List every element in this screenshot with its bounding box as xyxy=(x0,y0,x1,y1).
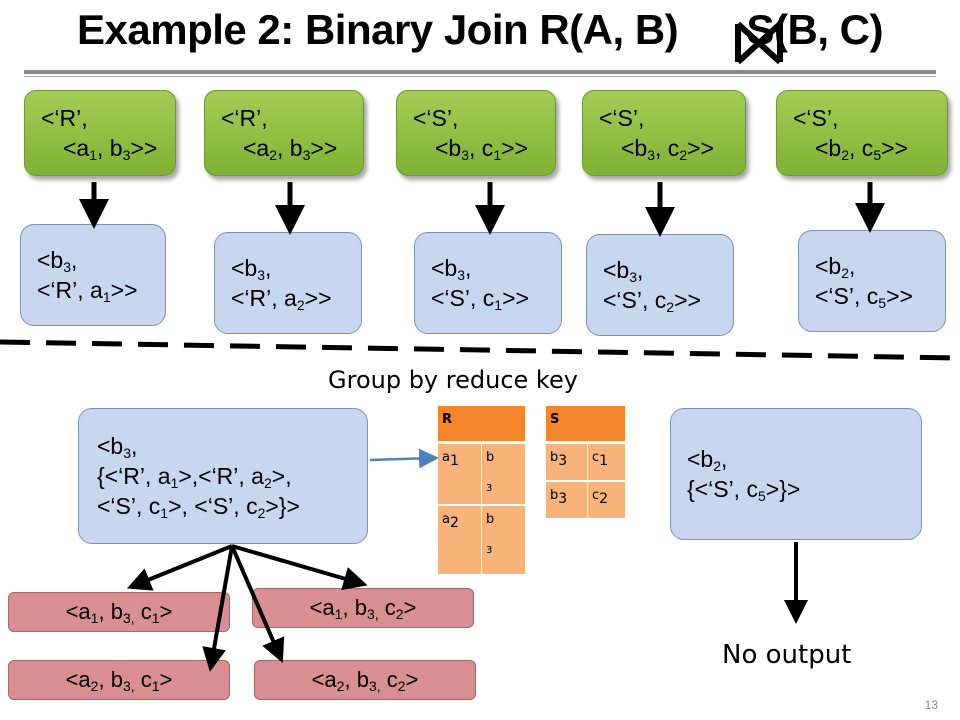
table-s: S b3 c1 b3 c2 xyxy=(546,406,626,520)
result-a1-b3-c1: <a1, b3, c1> xyxy=(8,592,230,632)
reduce-group-b3: <b3, {<‘R’, a1>,<‘R’, a2>, <‘S’, c1>, <‘… xyxy=(78,408,368,544)
table-row: b3 c2 xyxy=(546,482,626,520)
phase-divider xyxy=(0,339,960,361)
map-input-line2: <b3, c2>> xyxy=(621,135,714,163)
reduce-arrow-4 xyxy=(230,545,285,664)
map-input-line2: <b2, c5>> xyxy=(815,135,908,163)
map-output-b3-r-a2: <b3, <‘R’, a2>> xyxy=(214,232,362,334)
map-input-line2: <a2, b3>> xyxy=(243,135,338,163)
reduce-arrow-2 xyxy=(231,544,368,591)
table-pointer-arrow xyxy=(369,448,439,469)
table-s-header: S xyxy=(546,406,626,444)
map-input-line2: <a1, b3>> xyxy=(63,135,158,163)
map-input-line1: <‘R’, xyxy=(221,105,268,131)
map-output-b2-s-c5: <b2, <‘S’, c5>> xyxy=(798,230,946,332)
group-by-label: Group by reduce key xyxy=(328,366,578,394)
table-row: b3 c1 xyxy=(546,444,626,482)
map-input-line1: <‘S’, xyxy=(599,105,645,131)
title-divider xyxy=(24,70,936,74)
map-input-s-b3-c1: <‘S’, <b3, c1>> xyxy=(396,90,556,176)
map-arrows xyxy=(79,182,885,237)
map-input-s-b2-c5: <‘S’, <b2, c5>> xyxy=(776,90,948,176)
map-input-r-a2-b3: <‘R’, <a2, b3>> xyxy=(204,90,364,176)
page-number: 13 xyxy=(924,698,938,712)
map-input-line1: <‘S’, xyxy=(793,105,839,131)
map-input-s-b3-c2: <‘S’, <b3, c2>> xyxy=(582,90,746,176)
title-right: S(B, C) xyxy=(746,6,883,53)
reduce-arrow-3 xyxy=(202,545,234,672)
map-input-line1: <‘R’, xyxy=(41,105,88,131)
reduce-arrow-1 xyxy=(126,544,233,591)
join-symbol-icon xyxy=(735,21,783,65)
result-a2-b3-c1: <a2, b3, c1> xyxy=(8,660,230,700)
result-a2-b3-c2: <a2, b3, c2> xyxy=(254,660,476,700)
reduce-group-b2: <b2, {<‘S’, c5>}> xyxy=(670,408,922,540)
title-left: Example 2: Binary Join R(A, B) xyxy=(77,6,679,53)
map-input-line2: <b3, c1>> xyxy=(435,135,528,163)
table-r-header: R xyxy=(438,406,526,444)
map-input-line1: <‘S’, xyxy=(413,105,459,131)
page-title: Example 2: Binary Join R(A, B) S(B, C) xyxy=(0,6,960,54)
map-input-r-a1-b3: <‘R’, <a1, b3>> xyxy=(24,90,176,176)
reduce-arrows xyxy=(126,542,808,672)
title-divider-thin xyxy=(24,76,936,77)
no-output-label: No output xyxy=(722,640,852,670)
